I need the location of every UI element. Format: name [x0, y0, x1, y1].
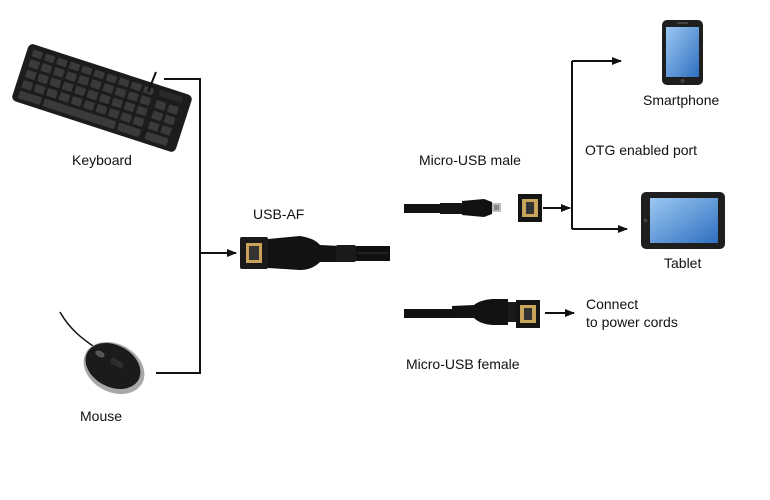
usb-af-label: USB-AF	[253, 206, 305, 222]
micro-usb-male-image	[404, 199, 501, 217]
otg-port-label: OTG enabled port	[585, 142, 698, 158]
usb-af-connector-image	[240, 236, 390, 270]
connect-label-line2: to power cords	[586, 314, 678, 330]
keyboard-cable	[147, 71, 157, 93]
connect-label-line1: Connect	[586, 296, 639, 312]
micro-usb-female-image	[404, 299, 516, 325]
micro-usb-male-port-image	[518, 194, 542, 222]
smartphone-label: Smartphone	[643, 92, 720, 108]
micro-usb-male-label: Micro-USB male	[419, 152, 521, 168]
mouse-label: Mouse	[80, 408, 123, 424]
smartphone-image	[662, 20, 703, 85]
tablet-image	[641, 192, 725, 249]
keyboard-connector-line	[164, 78, 201, 253]
micro-usb-female-label: Micro-USB female	[406, 356, 520, 372]
tablet-label: Tablet	[664, 255, 702, 271]
mouse-image	[59, 311, 145, 394]
micro-usb-female-port-image	[516, 300, 540, 328]
keyboard-label: Keyboard	[72, 152, 132, 168]
mouse-connector-line	[156, 253, 201, 374]
keyboard-image	[12, 44, 192, 152]
